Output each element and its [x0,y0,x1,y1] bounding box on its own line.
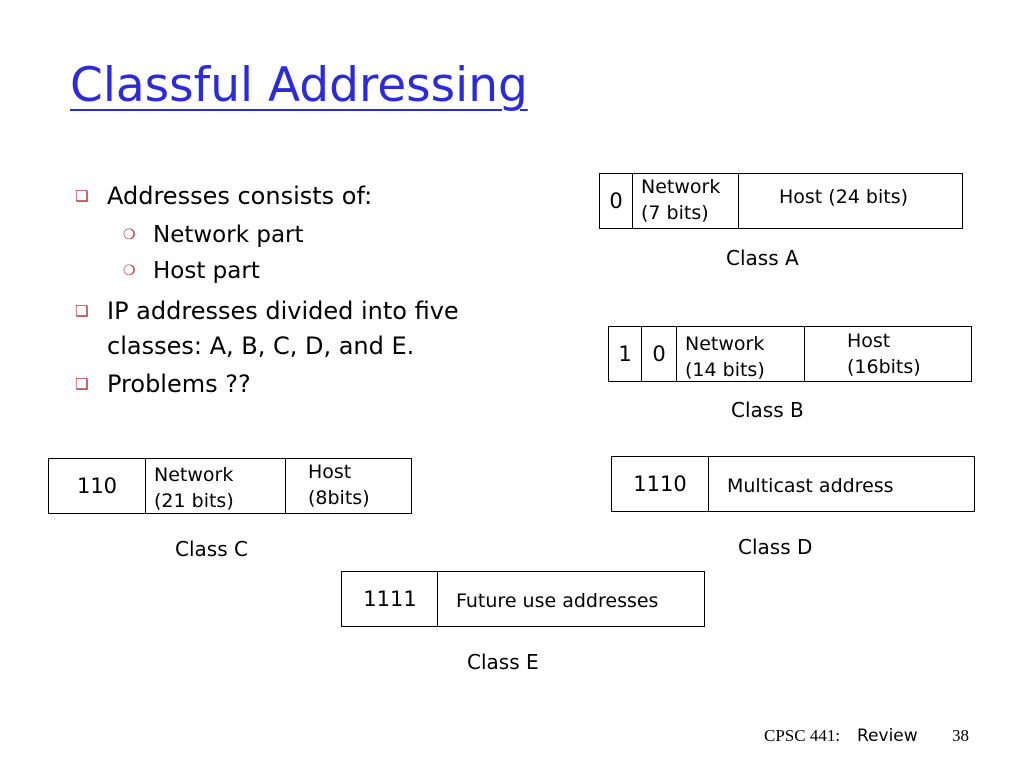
divider [641,327,642,381]
class-b-network-line2: (14 bits) [685,359,765,381]
class-a-network-line2: (7 bits) [641,202,709,224]
class-c-network-line1: Network [154,464,234,486]
class-a-label: Class A [726,246,799,270]
sub-bullet-text: Host part [153,258,260,284]
bullet-addresses: ❏ Addresses consists of: [75,182,373,210]
bullet-problems: ❏ Problems ?? [75,370,251,398]
class-d-box: 1110 Multicast address [611,456,975,512]
divider [738,174,739,228]
divider [708,457,709,511]
class-e-label: Class E [467,650,539,674]
class-c-box: 110 Network (21 bits) Host (8bits) [48,458,412,514]
class-a-bit: 0 [609,189,623,213]
bullet-text: Addresses consists of: [107,182,373,210]
class-c-prefix: 110 [76,474,118,498]
bullet-ip-classes-line2: classes: A, B, C, D, and E. [107,334,414,358]
bullet-ip-classes: ❏ IP addresses divided into five [75,297,459,325]
class-d-prefix: 1110 [633,472,687,496]
bullet-text-line1: IP addresses divided into five [107,297,459,325]
class-c-host-line2: (8bits) [308,487,370,509]
class-a-host: Host (24 bits) [779,186,909,208]
square-bullet-icon: ❏ [75,302,89,320]
footer-topic: Review [857,726,918,746]
divider [676,327,677,381]
sub-bullet-host-part: ❍ Host part [123,258,260,284]
square-bullet-icon: ❏ [75,187,89,205]
divider [285,459,286,513]
divider [145,459,146,513]
bullet-text-line2: classes: A, B, C, D, and E. [107,332,415,360]
circle-bullet-icon: ❍ [123,263,136,279]
class-c-host-line1: Host [308,461,352,483]
class-c-label: Class C [175,537,248,561]
square-bullet-icon: ❏ [75,375,89,393]
class-a-box: 0 Network (7 bits) Host (24 bits) [599,173,963,229]
class-b-bit1: 1 [618,342,632,366]
sub-bullet-network-part: ❍ Network part [123,222,304,248]
class-a-network-line1: Network [641,176,721,198]
class-b-box: 1 0 Network (14 bits) Host (16bits) [608,326,972,382]
class-e-box: 1111 Future use addresses [341,571,705,627]
class-b-label: Class B [731,398,804,422]
footer-page-number: 38 [952,726,969,745]
class-e-prefix: 1111 [363,587,417,611]
circle-bullet-icon: ❍ [123,227,136,243]
class-d-label: Class D [738,535,813,559]
class-d-desc: Multicast address [727,475,894,497]
class-c-network-line2: (21 bits) [154,490,234,512]
class-b-bit2: 0 [652,342,666,366]
divider [437,572,438,626]
slide-title: Classful Addressing [70,58,528,113]
sub-bullet-text: Network part [153,222,304,248]
divider [804,327,805,381]
footer-course: CPSC 441: [764,726,841,745]
divider [632,174,633,228]
class-b-host-line2: (16bits) [847,356,921,378]
bullet-text: Problems ?? [107,370,251,398]
class-b-host-line1: Host [847,330,891,352]
class-e-desc: Future use addresses [456,590,659,612]
class-b-network-line1: Network [685,333,765,355]
